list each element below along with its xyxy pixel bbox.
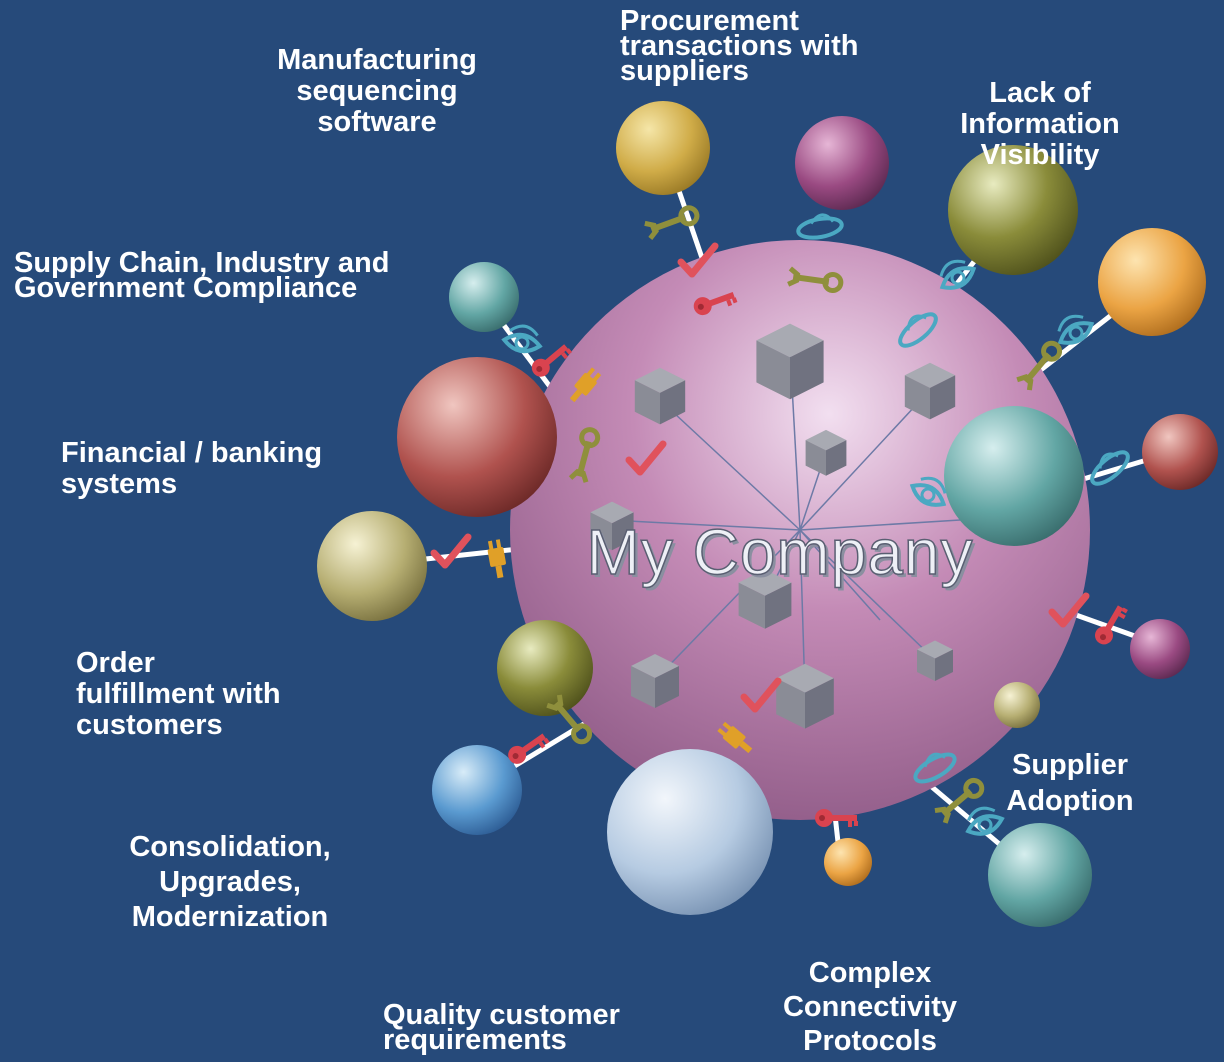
- label-line: Visibility: [980, 139, 1100, 171]
- label-line: suppliers: [620, 55, 749, 87]
- label-manufacturing: Manufacturing sequencing software: [262, 45, 492, 138]
- plug-icon: [485, 538, 509, 580]
- label-line: Connectivity: [782, 991, 958, 1023]
- sphere-teal-compliance: [449, 262, 519, 332]
- label-line: fulfillment with: [76, 678, 281, 710]
- ring-icon: [794, 209, 846, 243]
- sphere-teal-bottom-right: [988, 823, 1092, 927]
- label-consolidation: Consolidation, Upgrades, Modernization: [110, 832, 350, 933]
- label-lack-visibility: Lack of Information Visibility: [945, 78, 1135, 171]
- wrench-icon: [935, 777, 985, 823]
- label-procurement: Procurement transactions with suppliers: [620, 6, 859, 87]
- label-line: Manufacturing: [277, 44, 477, 76]
- label-line: Supplier: [1011, 749, 1128, 781]
- sphere-khaki-small: [994, 682, 1040, 728]
- sphere-blue-left: [432, 745, 522, 835]
- label-order: Order fulfillment with customers: [76, 648, 281, 741]
- label-line: Procurement: [620, 5, 799, 37]
- sphere-ice-bottom: [607, 749, 773, 915]
- eye-icon: [1049, 307, 1098, 351]
- label-line: systems: [61, 468, 178, 500]
- label-line: Consolidation,: [129, 831, 331, 863]
- label-line: Complex: [808, 957, 932, 989]
- label-financial: Financial / banking systems: [61, 438, 322, 500]
- label-line: Quality customer: [383, 999, 620, 1031]
- label-line: Order: [76, 647, 155, 679]
- label-line: requirements: [383, 1024, 567, 1056]
- label-line: sequencing: [296, 75, 458, 107]
- label-line: Information: [960, 108, 1120, 140]
- hub-lines: [609, 349, 961, 696]
- company-title: My Company: [586, 515, 974, 589]
- label-line: Protocols: [803, 1025, 937, 1057]
- label-line: Upgrades,: [159, 866, 301, 898]
- satellites: [317, 101, 1218, 927]
- sphere-red-financial: [397, 357, 557, 517]
- sphere-purple-small-right: [1130, 619, 1190, 679]
- sphere-teal-right: [944, 406, 1084, 546]
- sphere-orange-right: [1098, 228, 1206, 336]
- label-line: Supply Chain, Industry and: [14, 247, 390, 279]
- sphere-red-small-right: [1142, 414, 1218, 490]
- sphere-orange-small-bottom: [824, 838, 872, 886]
- eye-icon: [931, 252, 980, 296]
- sphere-olive-visibility: [948, 145, 1078, 275]
- label-line: Lack of: [989, 77, 1091, 109]
- check-icon: [434, 537, 468, 565]
- label-line: transactions with: [620, 30, 859, 62]
- sphere-gold-procurement: [616, 101, 710, 195]
- label-line: software: [317, 106, 437, 138]
- sphere-khaki-left: [317, 511, 427, 621]
- label-quality: Quality customer requirements: [383, 1000, 620, 1056]
- label-line: Adoption: [1006, 785, 1134, 817]
- ring-icon: [1083, 442, 1135, 492]
- label-line: Modernization: [131, 901, 329, 933]
- label-line: Financial / banking: [61, 437, 323, 469]
- sphere-purple-top: [795, 116, 889, 210]
- label-connectivity: Complex Connectivity Protocols: [760, 958, 980, 1057]
- sphere-olive-left: [497, 620, 593, 716]
- label-compliance: Supply Chain, Industry and Government Co…: [14, 248, 389, 304]
- label-supplier-adoption: Supplier Adoption: [995, 750, 1145, 817]
- label-line: Government Compliance: [14, 272, 358, 304]
- label-line: customers: [76, 709, 223, 741]
